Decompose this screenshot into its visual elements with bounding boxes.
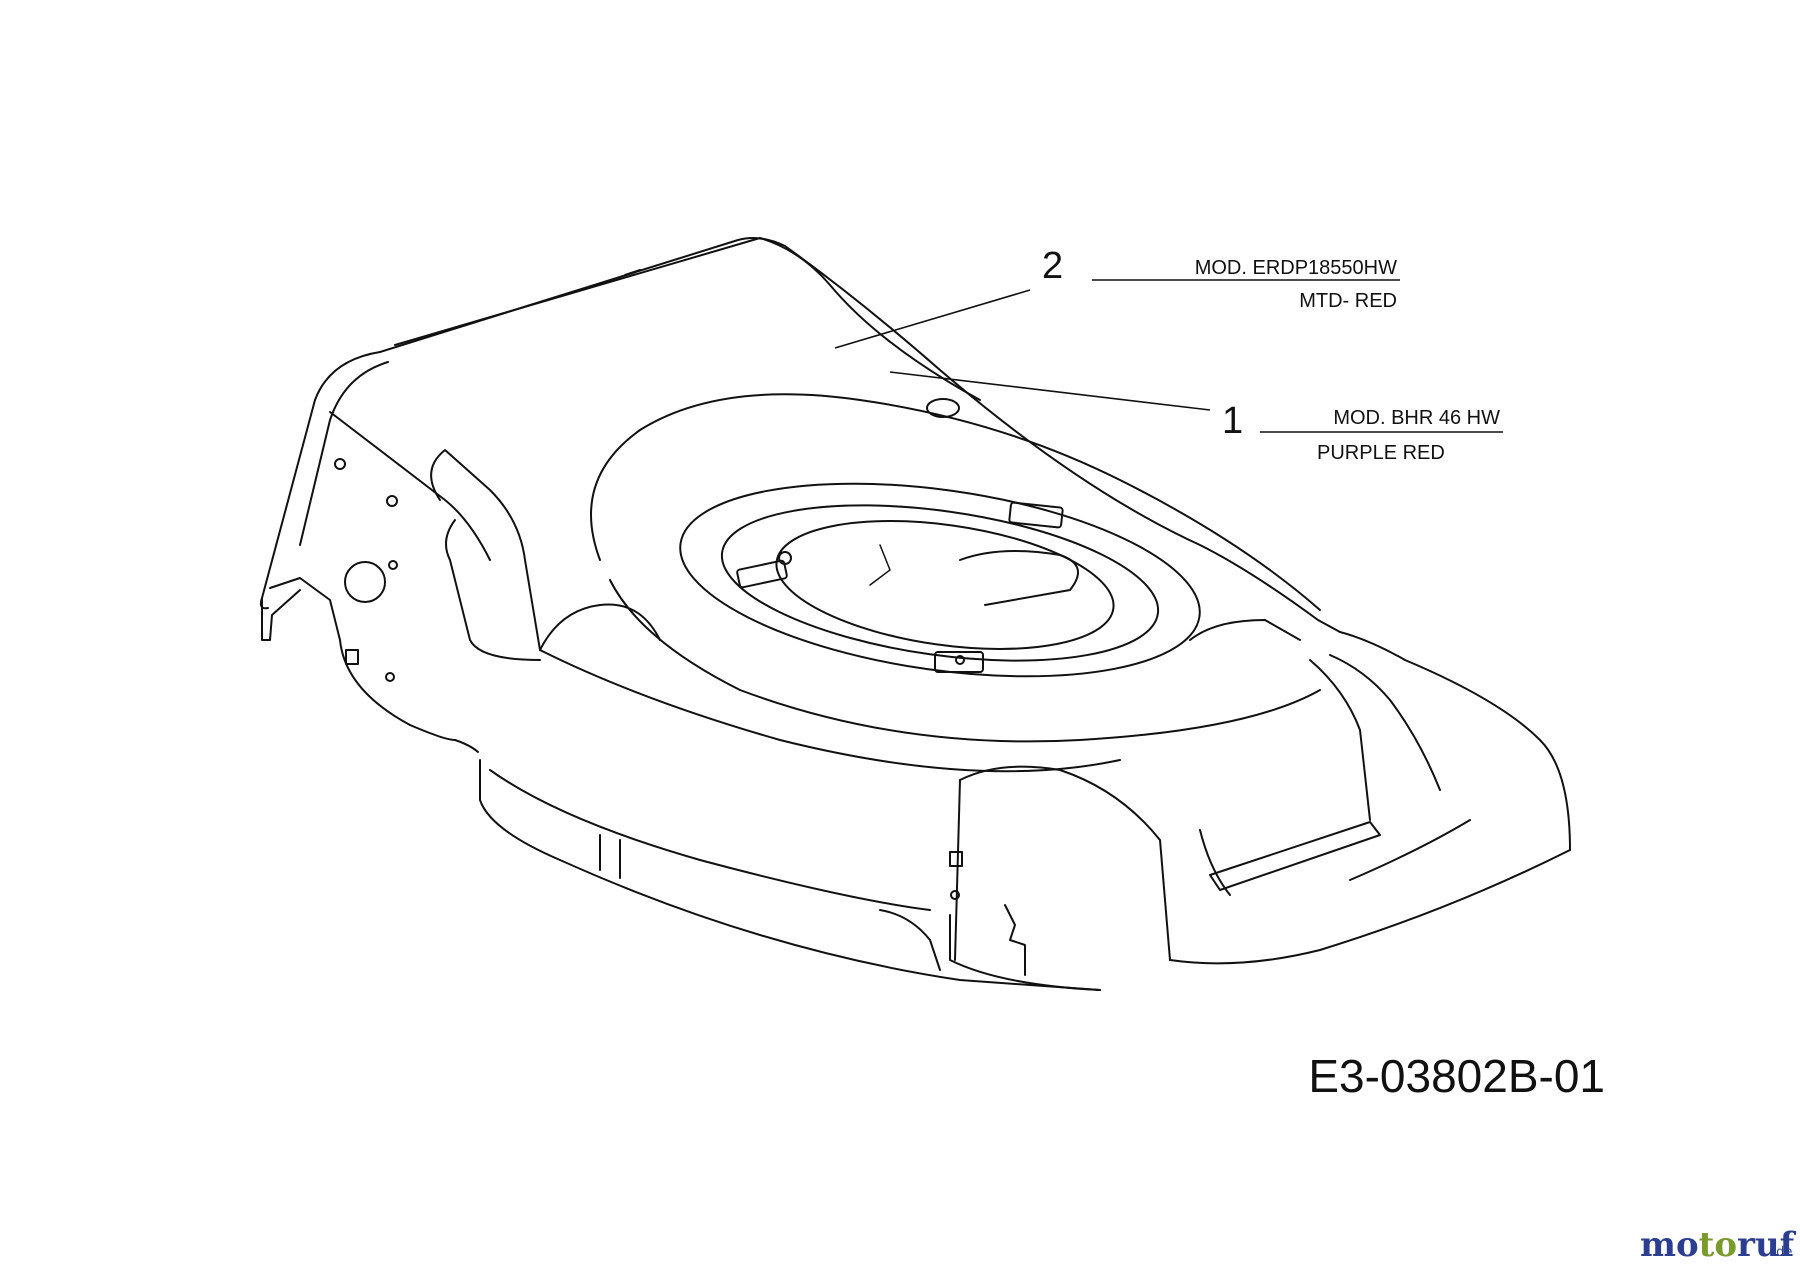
callout-2: 2 MOD. ERDP18550HW MTD- RED [1042, 245, 1397, 312]
mower-deck-drawing [259, 237, 1571, 991]
callout-color-1: PURPLE RED [1317, 442, 1445, 464]
callout-number-1: 1 [1222, 400, 1243, 442]
callout-number-2: 2 [1042, 245, 1063, 287]
logo-part-to: to [1699, 1225, 1737, 1265]
callout-leaders [834, 279, 1503, 433]
callout-model-2: MOD. ERDP18550HW [1195, 257, 1397, 279]
logo-part-ruf: ruf [1737, 1225, 1797, 1265]
callout-color-2: MTD- RED [1299, 290, 1397, 312]
logo-part-mo: mo [1640, 1225, 1699, 1265]
svg-text:motoruf: motoruf [1640, 1225, 1797, 1265]
drawing-code: E3-03802B-01 [1308, 1050, 1605, 1102]
leader-line-1 [889, 371, 1211, 411]
logo-tld: .de [1772, 1245, 1792, 1260]
callout-model-1: MOD. BHR 46 HW [1333, 407, 1500, 429]
callout-1: 1 MOD. BHR 46 HW PURPLE RED [1222, 400, 1500, 464]
leader-line-2 [834, 289, 1031, 349]
motoruf-logo: motoruf .de [1640, 1225, 1797, 1265]
